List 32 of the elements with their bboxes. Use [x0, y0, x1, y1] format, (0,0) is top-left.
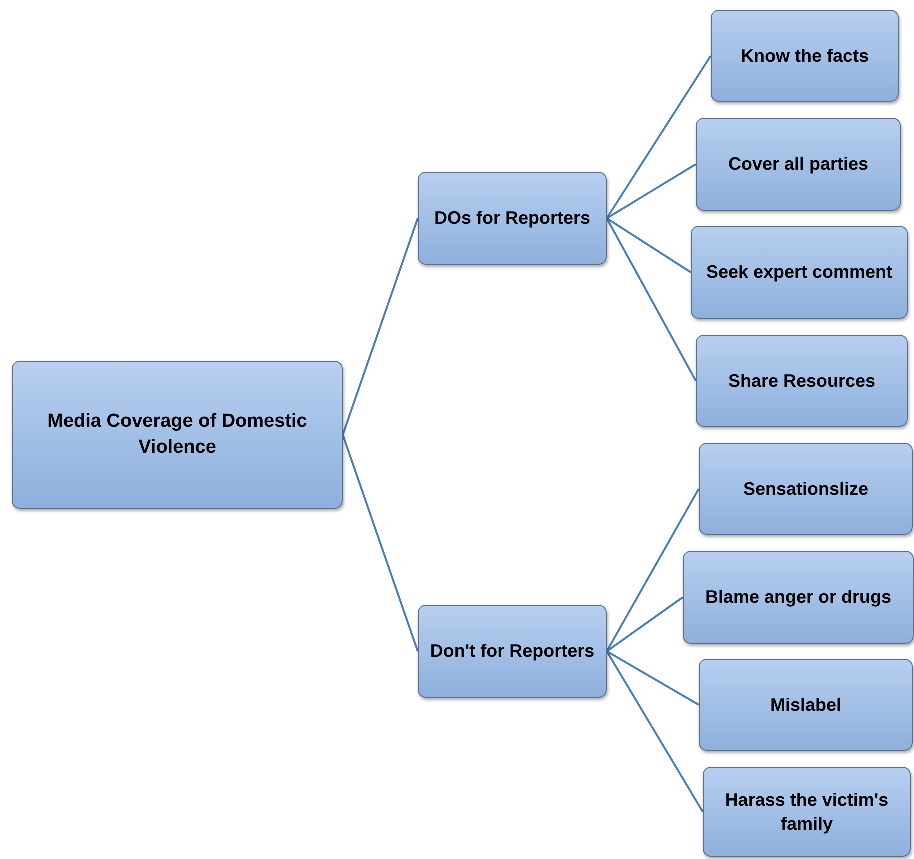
topic-label: Blame anger or drugs — [705, 586, 892, 610]
connector-line — [606, 55, 712, 220]
topic-box — [711, 10, 899, 102]
topic-label: Media Coverage of Domestic Violence — [46, 410, 308, 460]
topic-box — [699, 443, 913, 535]
topic-label: Don't for Reporters — [430, 640, 595, 664]
connector-line — [606, 488, 700, 652]
topic-box — [696, 335, 908, 427]
connector-line — [606, 596, 684, 652]
topic-label: Harass the victim's family — [724, 788, 890, 836]
topic-box — [703, 767, 911, 857]
topic-box — [691, 226, 908, 319]
topic-box — [683, 551, 914, 644]
connector-line — [606, 650, 704, 813]
connector-line — [606, 218, 692, 274]
topic-label: Mislabel — [770, 694, 842, 717]
connector-line — [342, 434, 419, 652]
topic-box — [418, 605, 607, 698]
connector-line — [606, 650, 700, 706]
topic-label: Know the facts — [740, 44, 869, 68]
topic-label: Share Resources — [728, 370, 876, 393]
connector-line — [342, 218, 419, 436]
topic-label: Cover all parties — [728, 153, 869, 176]
topic-label: Sensationslize — [743, 478, 869, 501]
topic-label: DOs for Reporters — [434, 207, 591, 230]
topic-box — [699, 659, 913, 751]
topic-box — [12, 361, 343, 509]
topic-label: Seek expert comment — [706, 261, 893, 284]
topic-box — [418, 172, 607, 265]
topic-box — [696, 118, 901, 211]
connector-line — [606, 164, 697, 220]
connector-line — [606, 218, 697, 382]
